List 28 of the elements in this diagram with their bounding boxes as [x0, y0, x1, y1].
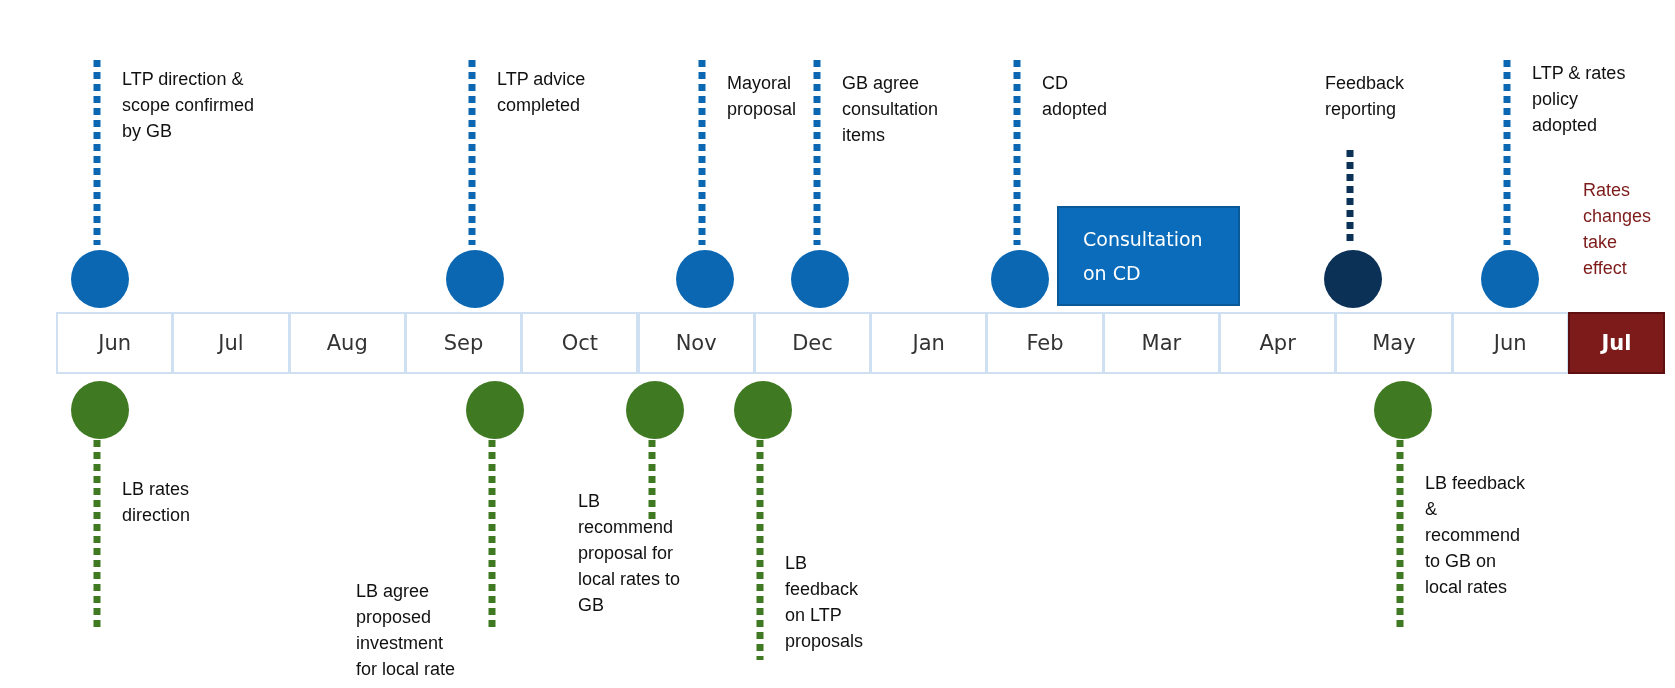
month-cell: Nov	[637, 312, 755, 374]
month-cell: Jun	[56, 312, 174, 374]
milestone-text: LB recommend proposal for local rates to GB	[578, 490, 682, 617]
month-cell: Mar	[1102, 312, 1220, 374]
month-cell: Sep	[404, 312, 523, 374]
month-cell: Apr	[1219, 312, 1337, 374]
month-cell: Dec	[753, 312, 872, 374]
month-cell: Aug	[288, 312, 406, 374]
highlighted-month-cell: Jul	[1568, 312, 1665, 374]
month-cell: Feb	[986, 312, 1104, 374]
milestone-text: LB feedback on LTP proposals	[785, 552, 865, 653]
milestone-text: GB agree consultation items	[842, 72, 940, 147]
month-cell: Oct	[521, 312, 639, 374]
milestone-text: LTP & rates policy adopted	[1532, 62, 1627, 137]
milestone-text: LTP advice completed	[497, 68, 587, 117]
milestone-text: Mayoral proposal	[727, 72, 798, 121]
month-cell: May	[1335, 312, 1453, 374]
milestone-text: CD adopted	[1042, 72, 1109, 121]
month-cell: Jul	[172, 312, 290, 374]
milestone-text: LB feedback & recommend to GB on local rates	[1425, 472, 1527, 599]
month-cell: Jun	[1451, 312, 1569, 374]
month-cell: Jan	[870, 312, 988, 374]
milestone-text: Feedback reporting	[1325, 72, 1406, 121]
note-text: Rates changes take effect	[1583, 179, 1653, 280]
milestone-text: LB rates direction	[122, 478, 192, 527]
milestone-text: LB agree proposed investment for local rate	[356, 580, 457, 681]
milestone-text: LTP direction & scope confirmed by GB	[122, 68, 256, 143]
consultation-bar: Consultation on CD	[1057, 206, 1240, 306]
